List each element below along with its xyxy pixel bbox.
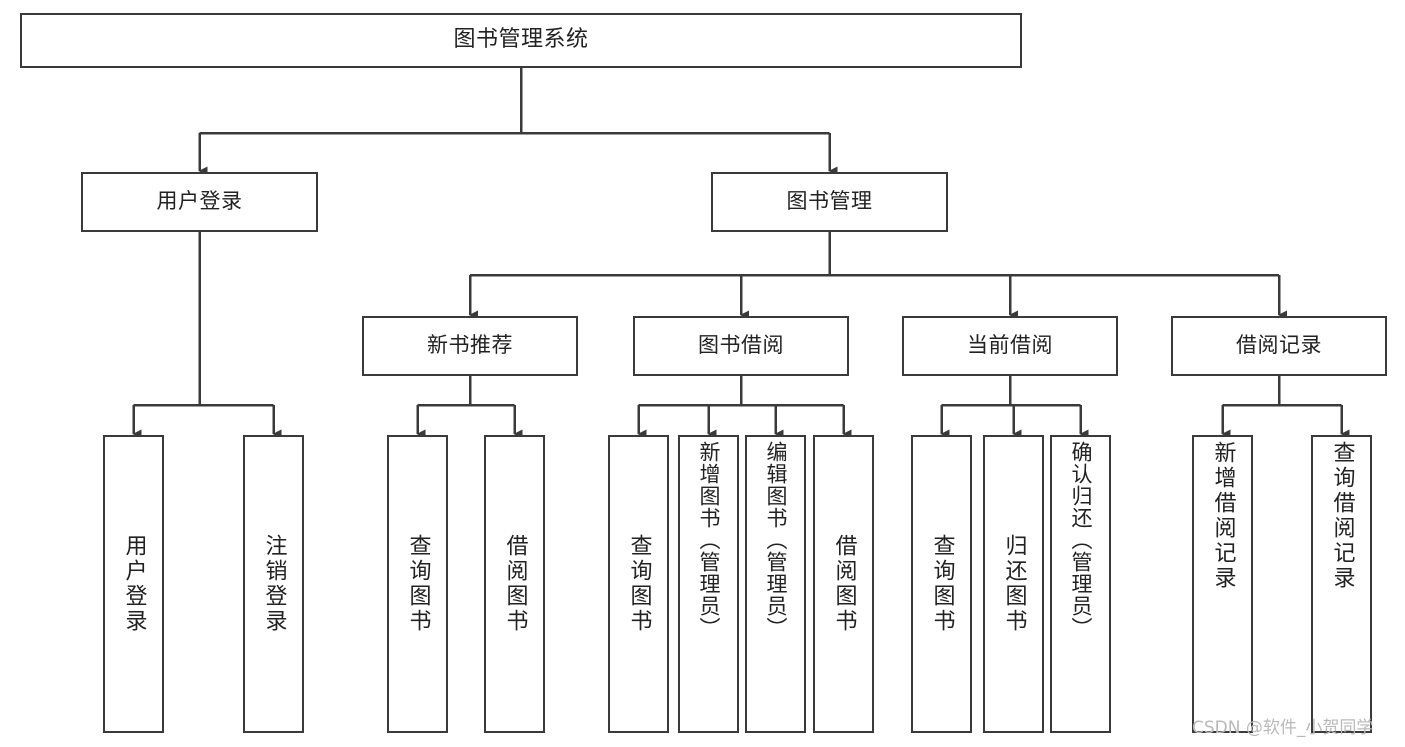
node-label-leaf-confirm-return: 确认归还（管理员） [1069,441,1093,639]
node-leaf-edit-book[interactable]: 编辑图书（管理员） [745,435,806,733]
node-label-leaf-return-book: 归还图书 [1001,534,1027,634]
node-leaf-borrow-book-new[interactable]: 借阅图书 [484,435,545,733]
node-label-new-book-recommend: 新书推荐 [427,333,513,358]
connector-group [132,68,1350,439]
node-label-leaf-add-borrow-record: 新增借阅记录 [1210,441,1236,591]
node-leaf-user-logout[interactable]: 注销登录 [243,435,304,733]
node-current-borrow[interactable]: 当前借阅 [902,316,1118,376]
node-label-leaf-query-book-current: 查询图书 [929,534,955,634]
node-book-manage[interactable]: 图书管理 [711,172,948,232]
node-label-leaf-edit-book: 编辑图书（管理员） [764,441,788,639]
node-root[interactable]: 图书管理系统 [20,13,1022,68]
node-label-leaf-user-login: 用户登录 [121,534,147,634]
node-leaf-add-borrow-record[interactable]: 新增借阅记录 [1192,435,1253,733]
node-label-leaf-add-book: 新增图书（管理员） [697,441,721,639]
node-label-user-login: 用户登录 [156,189,243,214]
node-leaf-query-book-current[interactable]: 查询图书 [911,435,972,733]
node-label-leaf-query-borrow-record: 查询借阅记录 [1329,441,1355,591]
node-label-current-borrow: 当前借阅 [967,333,1053,358]
node-leaf-query-book-borrow[interactable]: 查询图书 [608,435,669,733]
node-label-leaf-query-book-new: 查询图书 [405,534,431,634]
node-leaf-confirm-return[interactable]: 确认归还（管理员） [1050,435,1111,733]
node-label-leaf-borrow-book-new: 借阅图书 [502,534,528,634]
node-leaf-query-book-new[interactable]: 查询图书 [387,435,448,733]
node-new-book-recommend[interactable]: 新书推荐 [362,316,578,376]
node-user-login[interactable]: 用户登录 [81,172,318,232]
node-leaf-query-borrow-record[interactable]: 查询借阅记录 [1311,435,1372,733]
node-label-leaf-user-logout: 注销登录 [261,534,287,634]
node-label-leaf-query-book-borrow: 查询图书 [626,534,652,634]
node-label-leaf-borrow-book: 借阅图书 [831,534,857,634]
node-leaf-return-book[interactable]: 归还图书 [983,435,1044,733]
node-borrow-record[interactable]: 借阅记录 [1171,316,1387,376]
node-book-borrow[interactable]: 图书借阅 [633,316,849,376]
node-label-book-manage: 图书管理 [786,189,873,214]
node-label-borrow-record: 借阅记录 [1236,333,1322,358]
node-leaf-borrow-book[interactable]: 借阅图书 [813,435,874,733]
node-label-book-borrow: 图书借阅 [698,333,784,358]
node-leaf-user-login[interactable]: 用户登录 [103,435,164,733]
node-leaf-add-book[interactable]: 新增图书（管理员） [678,435,739,733]
node-label-root: 图书管理系统 [453,27,589,53]
